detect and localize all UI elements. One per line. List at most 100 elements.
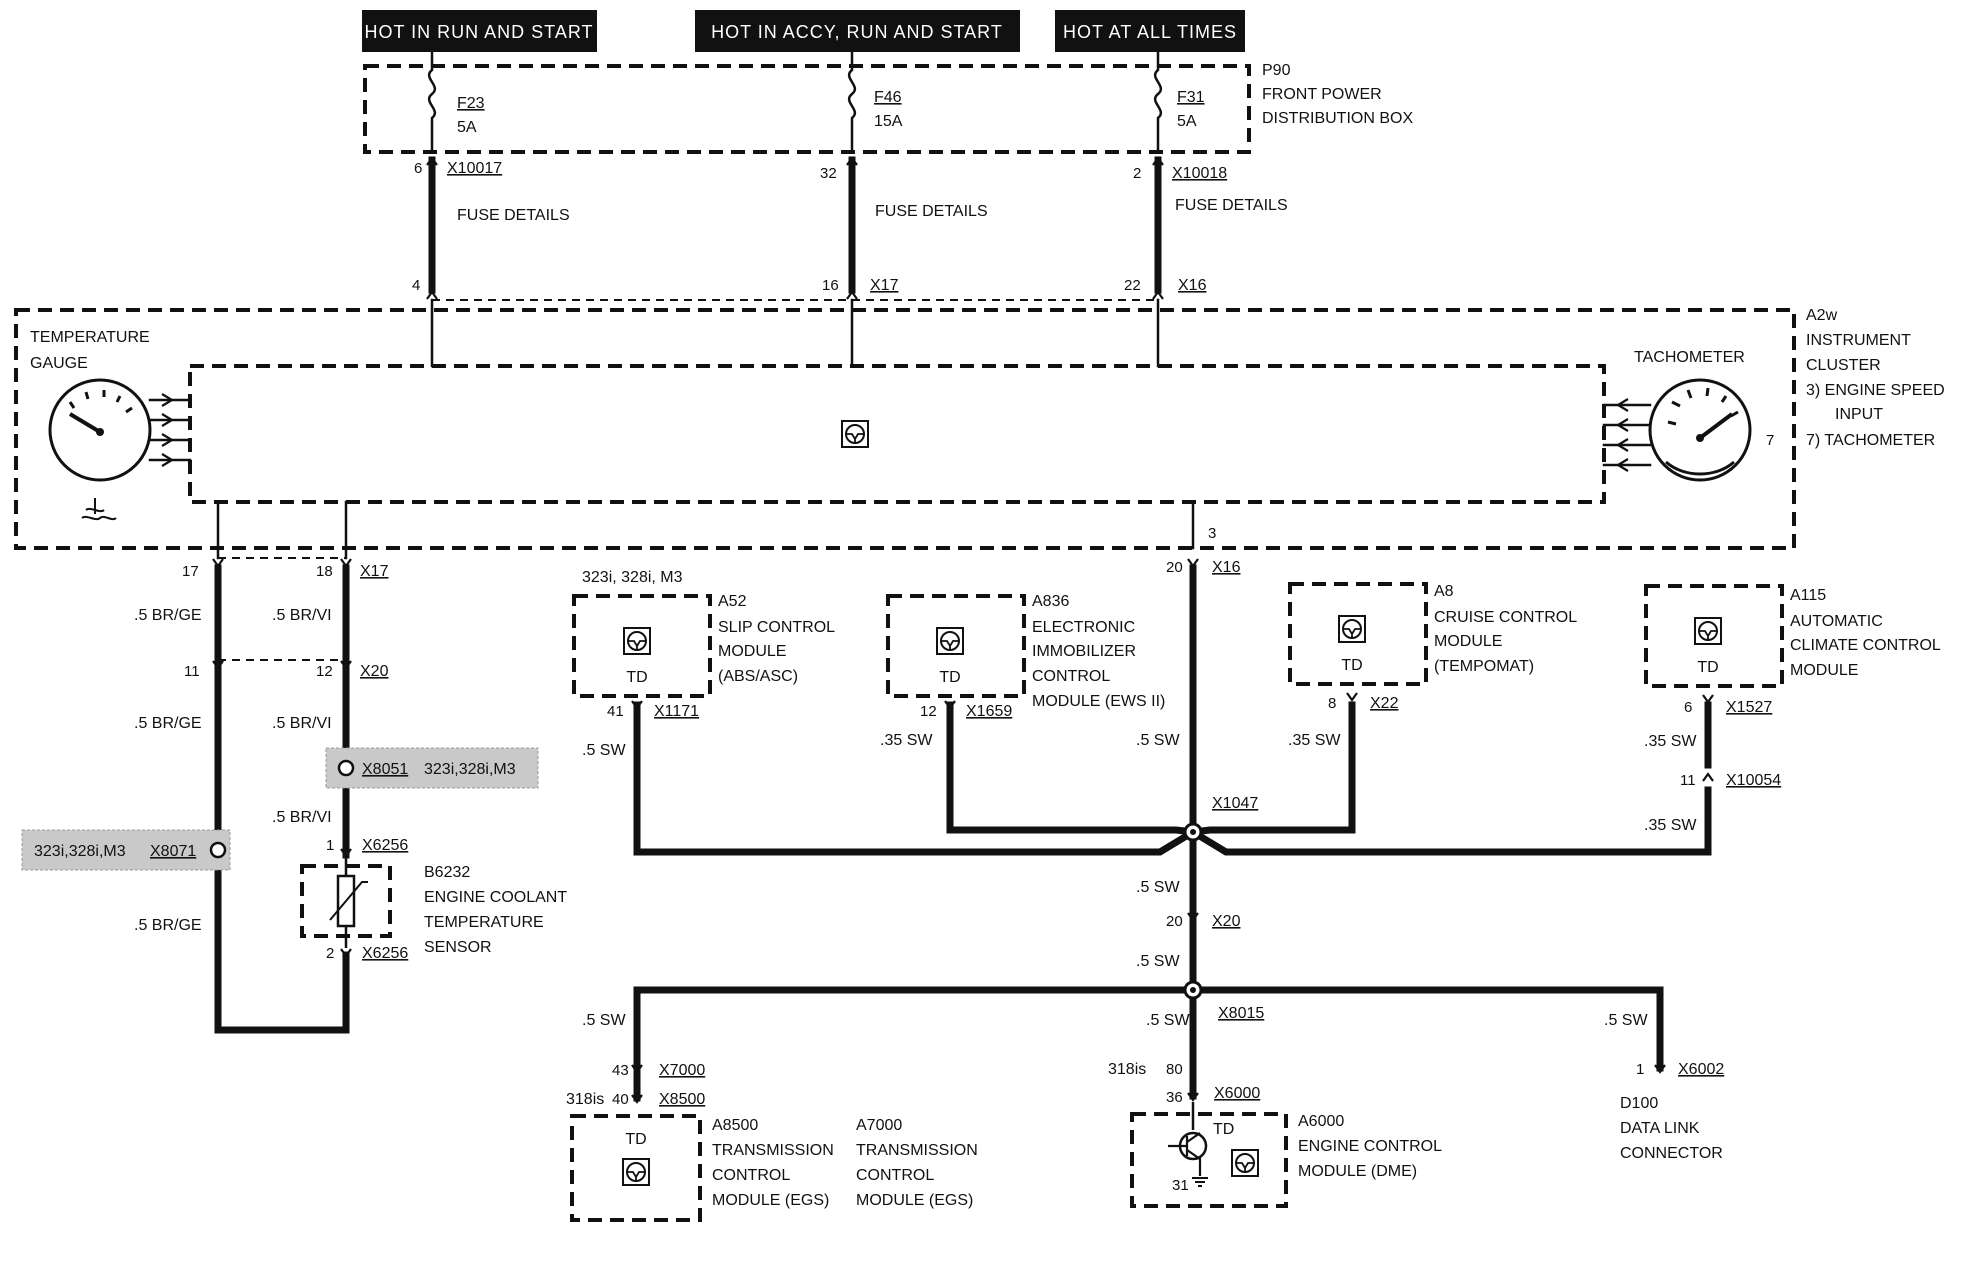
wire-label-br-vi-2: .5 BR/VI (272, 715, 332, 732)
connector-x6000: X6000 (1214, 1085, 1260, 1102)
header-hot-in-accy-run-and-start: HOT IN ACCY, RUN AND START (695, 10, 1020, 52)
pin-label-41: 41 (607, 703, 624, 720)
pin-label-12: 12 (316, 663, 333, 680)
svg-text:HOT AT ALL TIMES: HOT AT ALL TIMES (1063, 22, 1237, 42)
splice-x8051 (337, 759, 355, 777)
module-a8500-id: A8500 (712, 1117, 758, 1134)
cluster-note-tachometer: 7) TACHOMETER (1806, 432, 1935, 449)
wire-label-a115: .35 SW (1644, 733, 1697, 750)
module-a115-label-2: CLIMATE CONTROL (1790, 637, 1941, 654)
connector-x10054: X10054 (1726, 772, 1781, 789)
module-a8500-icon (622, 1158, 650, 1186)
variant-label-x8071: 323i,328i,M3 (34, 843, 126, 860)
wire-label-br-ge-3: .5 BR/GE (134, 917, 202, 934)
variant-label-x8051: 323i,328i,M3 (424, 761, 516, 778)
module-a8500-label-3: MODULE (EGS) (712, 1192, 829, 1209)
pin-label-12-a836: 12 (920, 703, 937, 720)
data-link-connector-id: D100 (1620, 1095, 1658, 1112)
pin-label-4: 4 (412, 277, 420, 294)
pin-label-2: 2 (1133, 165, 1141, 182)
svg-text:HOT IN ACCY, RUN AND START: HOT IN ACCY, RUN AND START (711, 22, 1003, 42)
wire-lower-bus (633, 986, 1664, 1102)
module-a836-label-2: IMMOBILIZER (1032, 643, 1136, 660)
pin-label-11-x10054: 11 (1680, 772, 1696, 789)
cluster-note-engine-speed: 3) ENGINE SPEED (1806, 382, 1945, 399)
wire-label-dlc: .5 SW (1604, 1012, 1648, 1029)
wire-a52-branch (633, 701, 1198, 856)
coolant-sensor-label-3: SENSOR (424, 939, 492, 956)
wire-a836-branch (946, 701, 1197, 836)
cluster-label-1: INSTRUMENT (1806, 332, 1911, 349)
module-a115-label-3: MODULE (1790, 662, 1858, 679)
module-a115-td: TD (1697, 659, 1718, 676)
module-a8500-outline (570, 1114, 702, 1222)
pin-label-31: 31 (1172, 1177, 1189, 1194)
connector-x17-top: X17 (870, 277, 899, 294)
instrument-cluster-inner (188, 364, 1606, 504)
coolant-sensor-label-1: ENGINE COOLANT (424, 889, 567, 906)
module-a115-outline (1644, 584, 1784, 688)
module-a8-label-3: (TEMPOMAT) (1434, 658, 1534, 675)
module-a8500-label-1: TRANSMISSION (712, 1142, 834, 1159)
connector-x8071: X8071 (150, 843, 196, 860)
wire-label-a52: .5 SW (582, 742, 626, 759)
pin-label-43: 43 (612, 1062, 629, 1079)
module-a8500-td: TD (625, 1131, 646, 1148)
transistor-icon (1168, 1102, 1208, 1187)
fuse-details-f46: FUSE DETAILS (875, 203, 988, 220)
fuse-box-id: P90 (1262, 62, 1291, 79)
pin-label-1: 1 (326, 837, 334, 854)
module-a6000-label-2: MODULE (DME) (1298, 1163, 1417, 1180)
module-a836-label-1: ELECTRONIC (1032, 619, 1135, 636)
fuse-f31-symbol (1153, 50, 1163, 154)
wire-label-trunk-1: .5 SW (1136, 732, 1180, 749)
module-a115-id: A115 (1790, 587, 1826, 604)
module-a115-label-1: AUTOMATIC (1790, 613, 1883, 630)
module-a836-outline (886, 594, 1026, 698)
wire-label-x10054: .35 SW (1644, 817, 1697, 834)
connector-x8015: X8015 (1218, 1005, 1264, 1022)
connector-x10018: X10018 (1172, 165, 1227, 182)
module-a7000-id: A7000 (856, 1117, 902, 1134)
pin-label-40: 40 (612, 1091, 629, 1108)
pin-label-6: 6 (414, 160, 422, 177)
wire-br-ge (214, 564, 350, 1034)
wire-label-br-vi-3: .5 BR/VI (272, 809, 332, 826)
fuse-f46-id: F46 (874, 89, 902, 106)
module-a8-label-2: MODULE (1434, 633, 1502, 650)
variant-highlight-x8071 (21, 829, 231, 871)
connector-x20: X20 (360, 663, 389, 680)
pin-label-3: 3 (1208, 525, 1216, 542)
module-a836-td: TD (939, 669, 960, 686)
module-a8-label-1: CRUISE CONTROL (1434, 609, 1577, 626)
module-a6000-td: TD (1213, 1121, 1234, 1138)
module-a52-icon (623, 627, 651, 655)
pin-x10054-11 (1701, 772, 1715, 783)
header-hot-at-all-times: HOT AT ALL TIMES (1055, 10, 1245, 52)
pin-label-80: 80 (1166, 1061, 1183, 1078)
module-a52-label-3: (ABS/ASC) (718, 668, 798, 685)
connector-x16: X16 (1212, 559, 1241, 576)
instrument-cluster-outline (14, 308, 1796, 550)
module-a836-label-4: MODULE (EWS II) (1032, 693, 1165, 710)
temp-gauge-label-2: GAUGE (30, 355, 88, 372)
module-a52-label-2: MODULE (718, 643, 786, 660)
pin-x1527-6 (1701, 693, 1715, 704)
connector-x8051: X8051 (362, 761, 408, 778)
coolant-sensor-label-2: TEMPERATURE (424, 914, 544, 931)
wire-label-egs: .5 SW (582, 1012, 626, 1029)
module-a6000-id: A6000 (1298, 1113, 1344, 1130)
fuse-box-label-2: DISTRIBUTION BOX (1262, 110, 1413, 127)
wire-label-br-vi-1: .5 BR/VI (272, 607, 332, 624)
pin-label-36: 36 (1166, 1089, 1183, 1106)
fuse-f31-rating: 5A (1177, 113, 1197, 130)
wire-label-br-ge-2: .5 BR/GE (134, 715, 202, 732)
connector-x22: X22 (1370, 695, 1399, 712)
pin-label-11: 11 (184, 663, 200, 680)
pin-label-20: 20 (1166, 559, 1183, 576)
module-a6000-outline (1130, 1112, 1288, 1208)
connector-x1659: X1659 (966, 703, 1012, 720)
module-a115-icon (1694, 617, 1722, 645)
tachometer-icon (1648, 378, 1752, 482)
